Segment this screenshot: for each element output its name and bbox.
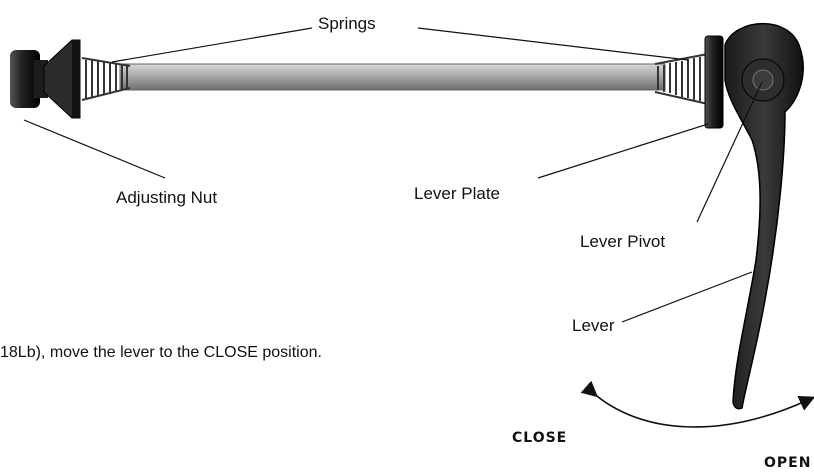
skewer-rod bbox=[119, 63, 666, 91]
adjusting-nut-label: Adjusting Nut bbox=[116, 188, 218, 207]
lever-label: Lever bbox=[572, 316, 615, 335]
lever-plate-leader bbox=[537, 123, 709, 179]
left-spring bbox=[81, 57, 131, 101]
lever-plate bbox=[704, 35, 724, 129]
lever-leader bbox=[621, 271, 753, 323]
lever-pivot-label: Lever Pivot bbox=[580, 232, 666, 251]
lever bbox=[724, 23, 804, 410]
lever-pivot-leader bbox=[696, 81, 763, 223]
lever-plate-label: Lever Plate bbox=[414, 184, 500, 203]
springs-leader-right bbox=[417, 27, 689, 61]
springs-label: Springs bbox=[318, 14, 376, 33]
instruction-text: 18Lb), move the lever to the CLOSE posit… bbox=[0, 344, 322, 361]
close-label: CLOSE bbox=[512, 430, 568, 446]
adjusting-nut bbox=[10, 39, 81, 119]
open-label: OPEN bbox=[764, 455, 812, 471]
springs-leader-left bbox=[111, 27, 313, 63]
adjusting-nut-leader bbox=[23, 119, 166, 179]
motion-arc bbox=[580, 380, 814, 428]
